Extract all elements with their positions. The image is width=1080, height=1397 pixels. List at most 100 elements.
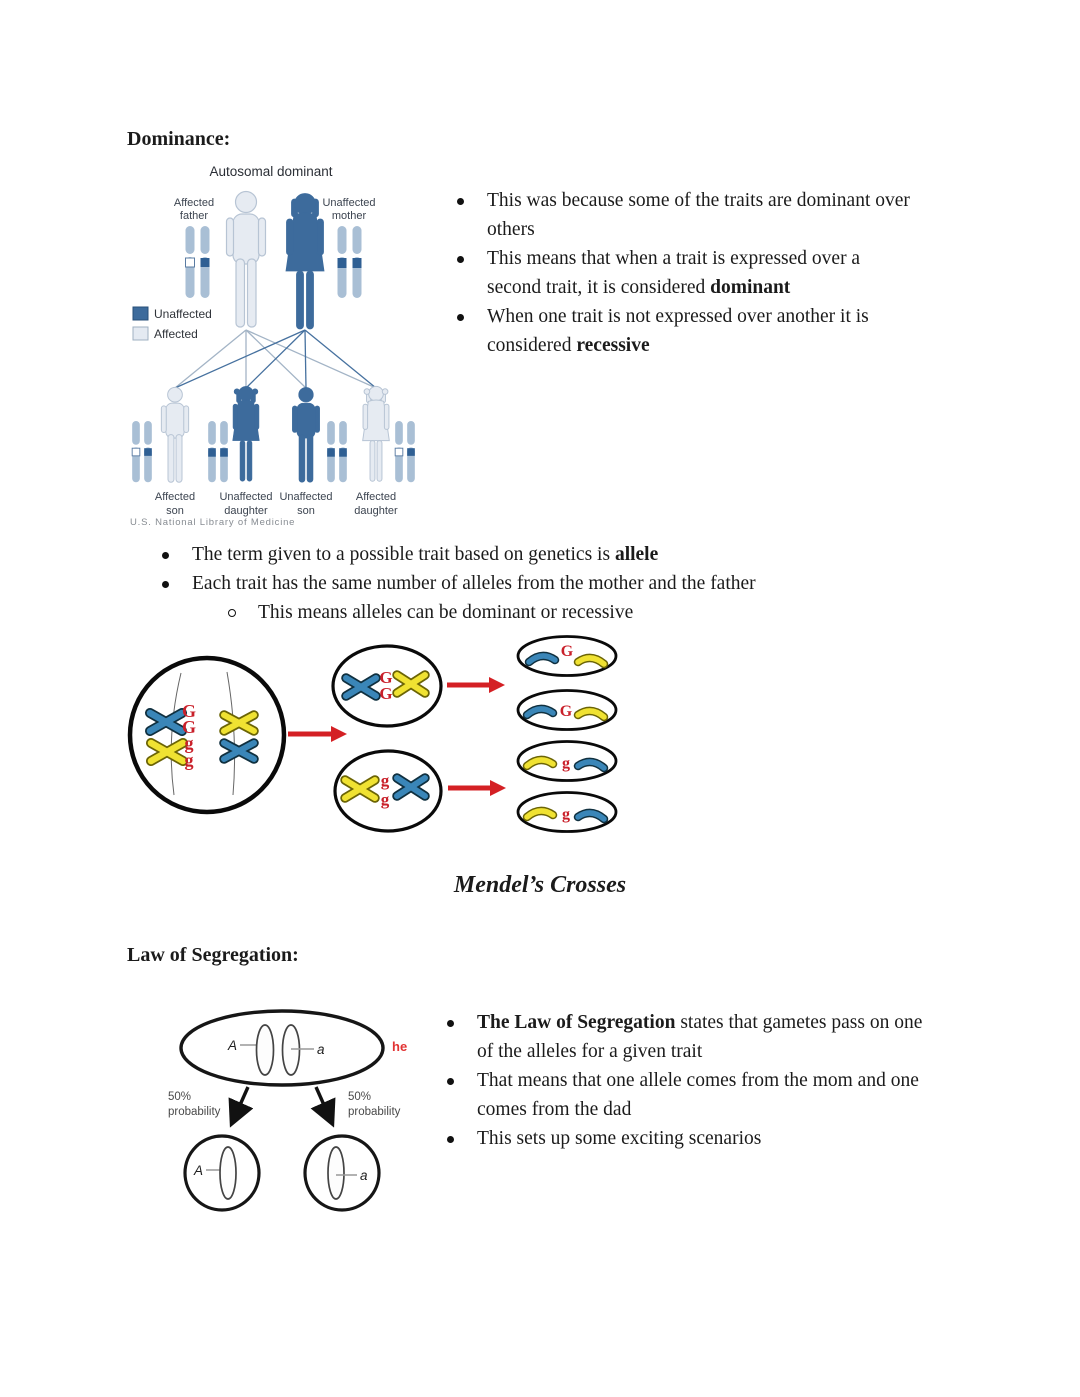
bullet-text: The term given to a possible trait based… — [192, 544, 615, 565]
child-2-chromosome-pair — [208, 421, 228, 483]
probability-label-right: 50% probability — [348, 1091, 401, 1118]
chromosome-yellow-right — [219, 710, 259, 736]
bullet-bold-text: recessive — [576, 335, 650, 356]
svg-text:Unaffected: Unaffected — [279, 491, 332, 503]
svg-text:Unaffected: Unaffected — [219, 491, 272, 503]
bullet-item: Each trait has the same number of allele… — [150, 569, 960, 598]
down-arrow-right — [310, 1086, 336, 1128]
red-arrow-1 — [288, 726, 347, 742]
svg-text:Unaffected: Unaffected — [322, 197, 375, 209]
allele-label: G — [560, 703, 573, 720]
allele-A-label: A — [227, 1038, 237, 1053]
child-4-silhouette-affected-daughter — [363, 386, 390, 481]
allele-label: g — [185, 733, 194, 753]
child-1-silhouette-affected-son — [160, 386, 190, 483]
mother-silhouette-unaffected — [285, 193, 325, 330]
allele-A-chromosome — [255, 1024, 275, 1076]
legend-unaffected-swatch — [132, 306, 149, 321]
pedigree-title: Autosomal dominant — [209, 164, 332, 179]
daughter-cell-top: G G — [331, 644, 443, 728]
gamete-oval-1: G — [516, 635, 618, 677]
bullet-text: Each trait has the same number of allele… — [192, 573, 756, 594]
svg-text:probability: probability — [168, 1106, 221, 1118]
bullet-bold-text: dominant — [710, 277, 791, 298]
gamete-oval-4: g — [516, 791, 618, 833]
page-title-mendels-crosses: Mendel’s Crosses — [453, 872, 627, 898]
bullet-bold-text: allele — [614, 544, 659, 565]
father-silhouette-affected — [225, 190, 267, 328]
probability-label-left: 50% probability — [168, 1091, 221, 1118]
allele-label: G — [182, 701, 196, 721]
segregation-bullet-list: The Law of Segregation states that gamet… — [435, 1008, 927, 1153]
svg-text:Affected: Affected — [155, 491, 195, 503]
svg-text:daughter: daughter — [224, 505, 268, 517]
allele-label: g — [185, 750, 194, 770]
cropped-red-text-fragment: he — [392, 1039, 407, 1054]
chromosome-yellow-gg — [146, 738, 188, 766]
chromosome-blue-right — [219, 738, 259, 764]
svg-text:Affected: Affected — [174, 197, 214, 209]
pedigree-legend: Unaffected Affected — [132, 306, 212, 341]
section-heading-dominance: Dominance: — [127, 128, 231, 150]
legend-affected-swatch — [132, 326, 149, 341]
bullet-text: When one trait is not expressed over ano… — [487, 306, 869, 356]
allele-label: g — [562, 806, 570, 823]
bullet-item: This was because some of the traits are … — [445, 186, 915, 244]
child-1-chromosome-pair — [131, 421, 152, 483]
bullet-text: This means alleles can be dominant or re… — [258, 602, 634, 623]
allele-a-chromosome — [281, 1024, 301, 1076]
bullet-item: This means that when a trait is expresse… — [445, 244, 915, 302]
svg-text:son: son — [297, 505, 315, 517]
allele-label: G — [379, 668, 392, 687]
allele-label: g — [562, 755, 570, 772]
gamete-A-label: A — [193, 1163, 203, 1178]
allele-label: g — [381, 790, 390, 809]
bullet-item: The term given to a possible trait based… — [150, 540, 960, 569]
gamete-oval-3: g — [516, 740, 618, 782]
bullet-item: The Law of Segregation states that gamet… — [435, 1008, 927, 1066]
allele-a-label: a — [317, 1042, 325, 1057]
mother-label: Unaffected mother — [322, 197, 375, 222]
svg-text:son: son — [166, 505, 184, 517]
bullet-item: This sets up some exciting scenarios — [435, 1124, 927, 1153]
svg-text:daughter: daughter — [354, 505, 398, 517]
child-3-chromosome-pair — [327, 421, 347, 483]
bullet-text: This means that when a trait is expresse… — [487, 248, 861, 298]
allele-label: G — [561, 643, 574, 660]
bullet-text: That means that one allele comes from th… — [477, 1070, 919, 1120]
svg-text:50%: 50% — [168, 1091, 191, 1103]
sub-bullet-item: This means alleles can be dominant or re… — [216, 598, 960, 627]
gamete-oval-2: G — [516, 689, 618, 731]
child-3-silhouette-unaffected-son — [292, 387, 320, 483]
allele-label: G — [182, 717, 196, 737]
svg-text:probability: probability — [348, 1106, 401, 1118]
bullet-item: When one trait is not expressed over ano… — [445, 302, 915, 360]
bullet-item: That means that one allele comes from th… — [435, 1066, 927, 1124]
gamete-circle-right: a — [303, 1134, 381, 1212]
spindle-lines — [170, 671, 236, 796]
child-2-label: Unaffected daughter — [219, 491, 272, 517]
mother-chromosome-pair — [337, 226, 362, 298]
parent-cell: G G g g — [127, 655, 287, 815]
law-of-segregation-image: A a he 50% probability 50% probability A — [168, 1009, 407, 1212]
red-arrow-3 — [448, 780, 506, 796]
bullet-bold-text: The Law of Segregation — [477, 1012, 676, 1033]
chromosome-blue-GG — [145, 708, 187, 736]
bullet-text: states that gametes pass on one of the a… — [477, 1012, 923, 1062]
child-4-label: Affected daughter — [354, 491, 398, 517]
father-chromosome-pair — [185, 226, 210, 298]
daughter-cell-bottom: g g — [333, 749, 443, 833]
parent-child-lines — [174, 329, 377, 389]
down-arrow-left — [228, 1086, 254, 1128]
svg-text:mother: mother — [332, 210, 367, 222]
dominance-bullet-list: This was because some of the traits are … — [445, 186, 915, 360]
child-2-silhouette-unaffected-daughter — [233, 386, 260, 481]
gamete-circle-left: A — [183, 1134, 261, 1212]
bullet-text: This was because some of the traits are … — [487, 190, 910, 240]
legend-unaffected-label: Unaffected — [154, 307, 212, 321]
allele-label: G — [379, 684, 392, 703]
svg-text:50%: 50% — [348, 1091, 371, 1103]
autosomal-dominant-pedigree-image: Autosomal dominant Affected father Unaff… — [130, 164, 415, 528]
allele-bullet-list: The term given to a possible trait based… — [150, 540, 960, 627]
